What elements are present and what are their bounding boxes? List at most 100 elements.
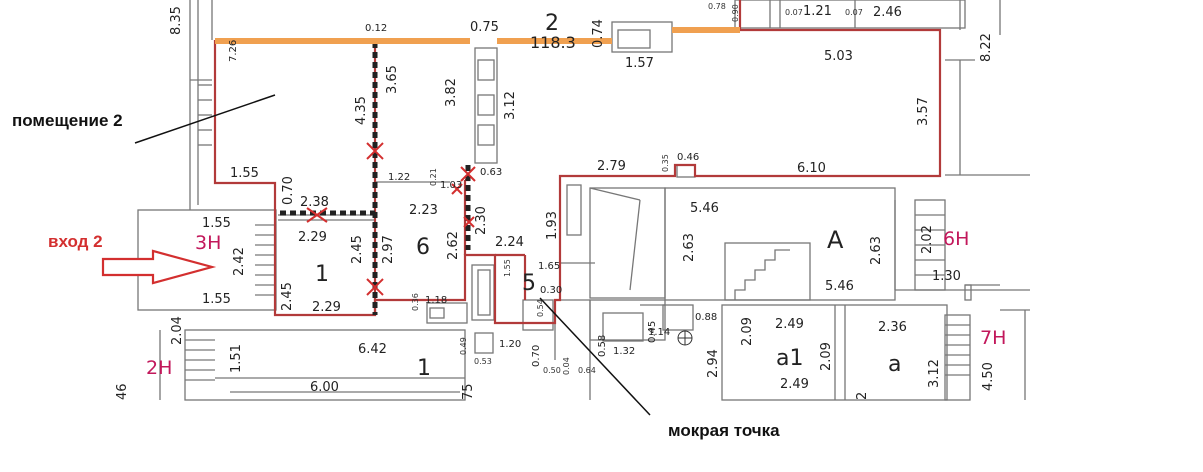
dimension-labels: 8.35 7.26 0.12 0.75 0.74 0.78 0.90 0.07 …	[115, 2, 996, 400]
dimension-label: 0.21	[429, 168, 438, 186]
orange-wall	[215, 27, 740, 44]
dimension-label: 2.45	[350, 235, 365, 264]
dimension-label: 1.55	[202, 292, 231, 307]
dimension-label: 6.42	[358, 342, 387, 357]
dimension-label: 2.97	[381, 235, 396, 264]
dimension-label: 0.12	[365, 23, 387, 34]
dimension-label: 5.03	[824, 49, 853, 64]
dimension-label: 2.09	[819, 342, 834, 371]
dimension-label: 4.50	[981, 362, 996, 391]
dimension-label: 2.29	[298, 230, 327, 245]
room-a-small-label: а	[888, 352, 901, 377]
dimension-label: 2.02	[920, 225, 935, 254]
dimension-label: 1.55	[230, 166, 259, 181]
dimension-label: 0.64	[578, 366, 596, 375]
entrance-label: вход 2	[48, 232, 103, 251]
dimension-label: 0.07	[845, 8, 863, 17]
dimension-label: 5.46	[825, 279, 854, 294]
building-walls	[137, 0, 1030, 401]
dimension-label: 1.57	[625, 56, 654, 71]
dimension-label: 1.30	[932, 269, 961, 284]
dimension-label: 0.75	[470, 20, 499, 35]
dimension-label: 1.65	[538, 261, 560, 272]
dimension-label: 0.04	[562, 357, 571, 375]
dimension-label: 2.30	[474, 206, 489, 235]
entrance-7h: 7Н	[980, 327, 1006, 349]
entrance-3h: 3Н	[195, 232, 221, 254]
dimension-label: 1.20	[499, 339, 521, 350]
entrance-arrow-icon	[101, 249, 217, 285]
dimension-label: 2.24	[495, 235, 524, 250]
premises-label: помещение 2	[12, 111, 123, 130]
dimension-label: 75	[461, 383, 476, 400]
dimension-label: 3.82	[444, 78, 459, 107]
dimension-label: 2.36	[878, 320, 907, 335]
dimension-label: 2.63	[869, 236, 884, 265]
dimension-label: 2.49	[775, 317, 804, 332]
room-6-label: 6	[416, 235, 430, 260]
dimension-label: 1.55	[202, 216, 231, 231]
dimension-label: 2.79	[597, 159, 626, 174]
room-a1-label: а1	[776, 346, 803, 371]
demolition-marks	[306, 142, 476, 296]
dimension-label: 3.65	[385, 65, 400, 94]
dimension-label: 3.12	[503, 91, 518, 120]
dimension-label: 2.23	[409, 203, 438, 218]
dimension-label: 0.58	[597, 335, 608, 357]
dimension-label: 46	[115, 383, 130, 400]
dimension-label: 1.14	[648, 327, 670, 338]
dimension-label: 2.62	[446, 231, 461, 260]
dimension-label: 3.12	[927, 359, 942, 388]
dimension-label: 1.51	[229, 344, 244, 373]
dimension-label: 2.94	[706, 349, 721, 378]
dimension-label: 6.00	[310, 380, 339, 395]
dimension-label: 0.54	[536, 299, 545, 317]
dimension-label: 0.45	[647, 321, 658, 343]
dimension-label: 7.26	[228, 40, 239, 62]
dimension-label: 0.90	[731, 4, 740, 22]
dimension-label: 2.42	[232, 247, 247, 276]
dimension-label: 0.63	[480, 167, 502, 178]
marker-circle-icon	[677, 330, 693, 346]
dimension-label: 0.35	[661, 154, 670, 172]
dimension-label: 2.29	[312, 300, 341, 315]
dimension-label: 0.07	[785, 8, 803, 17]
room-5-label: 5	[522, 271, 536, 296]
dimension-label: 2.04	[170, 316, 185, 345]
room-a-label: А	[827, 226, 844, 254]
wet-point-label: мокрая точка	[668, 421, 780, 440]
dimension-label: 2.46	[873, 5, 902, 20]
dimension-label: 0.36	[411, 293, 420, 311]
dimension-label: 0.78	[708, 2, 726, 11]
dimension-label: 6.10	[797, 161, 826, 176]
dimension-label: 1.21	[803, 4, 832, 19]
annotation-lines	[134, 94, 651, 416]
dimension-label: 2.49	[780, 377, 809, 392]
dimension-label: 0.50	[543, 366, 561, 375]
dimension-label: 0.70	[281, 176, 296, 205]
room-1-lower-label: 1	[417, 356, 431, 381]
dimension-label: 1.18	[425, 295, 447, 306]
dimension-label: 1.32	[613, 346, 635, 357]
entrance-6h: 6Н	[943, 228, 969, 250]
dimension-label: 1.03	[440, 180, 462, 191]
dimension-label: 8.22	[979, 33, 994, 62]
dimension-label: 1.55	[503, 259, 512, 277]
dimension-label: 2.45	[280, 282, 295, 311]
dimension-label: 4.35	[354, 96, 369, 125]
entrance-2h: 2Н	[146, 357, 172, 379]
dimension-label: 0.46	[677, 152, 699, 163]
dimension-label: 0.49	[459, 337, 468, 355]
dimension-label: 0.30	[540, 285, 562, 296]
room-2-area: 118.3	[530, 33, 576, 52]
dimension-label: 3.57	[916, 97, 931, 126]
dimension-label: 0.53	[474, 357, 492, 366]
dimension-label: 2.38	[300, 195, 329, 210]
room-1-label: 1	[315, 262, 329, 287]
dimension-label: 2.09	[740, 317, 755, 346]
dimension-label: 1.93	[545, 211, 560, 240]
dimension-label: 5.46	[690, 201, 719, 216]
dimension-label: 2	[855, 392, 870, 400]
room-2-label: 2	[545, 11, 559, 36]
